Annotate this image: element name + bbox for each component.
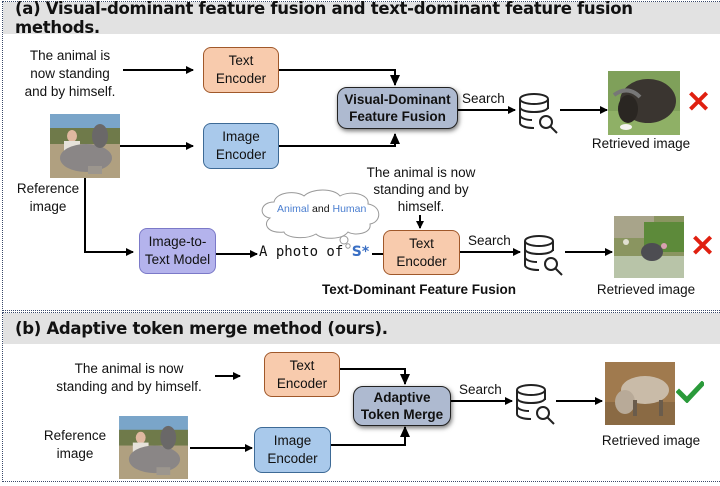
wrong-mark-icon-1: ✕ xyxy=(686,86,712,119)
reference-image-b xyxy=(118,416,189,479)
image-encoder-a: Image Encoder xyxy=(203,123,279,169)
photo-prompt: A photo of S* xyxy=(259,244,369,260)
database-search-icon-2 xyxy=(522,235,568,282)
database-search-icon-b xyxy=(514,384,560,431)
correct-check-icon xyxy=(675,380,706,408)
arrow-b-image-encoder-to-merge xyxy=(331,426,410,446)
query-text-a: The animal is now standing and by himsel… xyxy=(24,48,116,99)
thought-word-animal: Animal xyxy=(277,203,310,215)
retrieved-label-1: Retrieved image xyxy=(591,136,691,151)
image-to-text-model: Image-to- Text Model xyxy=(139,228,216,274)
wrong-mark-icon-2: ✕ xyxy=(690,230,716,263)
query-text-a2: The animal is now standing and by himsel… xyxy=(366,165,476,214)
panel-a-title: (a) Visual-dominant feature fusion and t… xyxy=(3,0,720,37)
image-encoder-b: Image Encoder xyxy=(254,427,331,473)
panel-b: (b) Adaptive token merge method (ours). xyxy=(2,312,720,482)
thought-word-human: Human xyxy=(332,203,367,215)
text-encoder-b: Text Encoder xyxy=(264,352,340,397)
arrow-b-text-encoder-to-merge xyxy=(340,368,410,385)
visual-dominant-fusion: Visual-Dominant Feature Fusion xyxy=(337,87,458,129)
reference-label-a: Reference image xyxy=(16,181,80,214)
retrieved-label-2: Retrieved image xyxy=(596,282,696,297)
query-text-b: The animal is now standing and by himsel… xyxy=(56,361,202,394)
thought-text: Animal and Human xyxy=(277,203,366,215)
thought-and: and xyxy=(312,203,330,215)
reference-image-a xyxy=(50,114,120,178)
image-encoder-b-label: Image Encoder xyxy=(267,433,318,466)
panel-b-title: (b) Adaptive token merge method (ours). xyxy=(3,313,720,344)
photo-prefix: A photo of xyxy=(259,244,344,260)
search-label-1: Search xyxy=(462,91,505,106)
search-label-2: Search xyxy=(468,233,511,248)
retrieved-image-b xyxy=(605,362,675,425)
text-encoder-a2: Text Encoder xyxy=(383,230,460,275)
text-encoder-label: Text Encoder xyxy=(215,53,267,86)
search-label-b: Search xyxy=(459,382,502,397)
retrieved-image-1 xyxy=(608,71,680,135)
retrieved-image-2 xyxy=(614,216,684,278)
i2t-label: Image-to- Text Model xyxy=(144,234,211,267)
merge-label: Adaptive Token Merge xyxy=(360,390,444,422)
arrow-text-encoder-to-fusion xyxy=(279,69,400,86)
reference-label-b: Reference image xyxy=(43,428,107,461)
panel-a: (a) Visual-dominant feature fusion and t… xyxy=(2,0,720,311)
text-encoder-a: Text Encoder xyxy=(203,47,279,93)
visual-fusion-label: Visual-Dominant Feature Fusion xyxy=(344,92,451,124)
text-dominant-fusion-label: Text-Dominant Feature Fusion xyxy=(322,282,517,297)
image-encoder-label: Image Encoder xyxy=(215,129,267,162)
adaptive-token-merge: Adaptive Token Merge xyxy=(353,386,451,426)
text-encoder-b-label: Text Encoder xyxy=(276,357,328,391)
arrow-ref-to-i2t xyxy=(84,178,134,256)
thought-cloud xyxy=(256,188,386,255)
arrow-image-encoder-to-fusion xyxy=(279,133,400,147)
database-search-icon xyxy=(517,93,563,140)
text-encoder-2-label: Text Encoder xyxy=(396,235,447,269)
pseudo-token: S* xyxy=(351,244,370,260)
retrieved-label-b: Retrieved image xyxy=(601,433,701,448)
